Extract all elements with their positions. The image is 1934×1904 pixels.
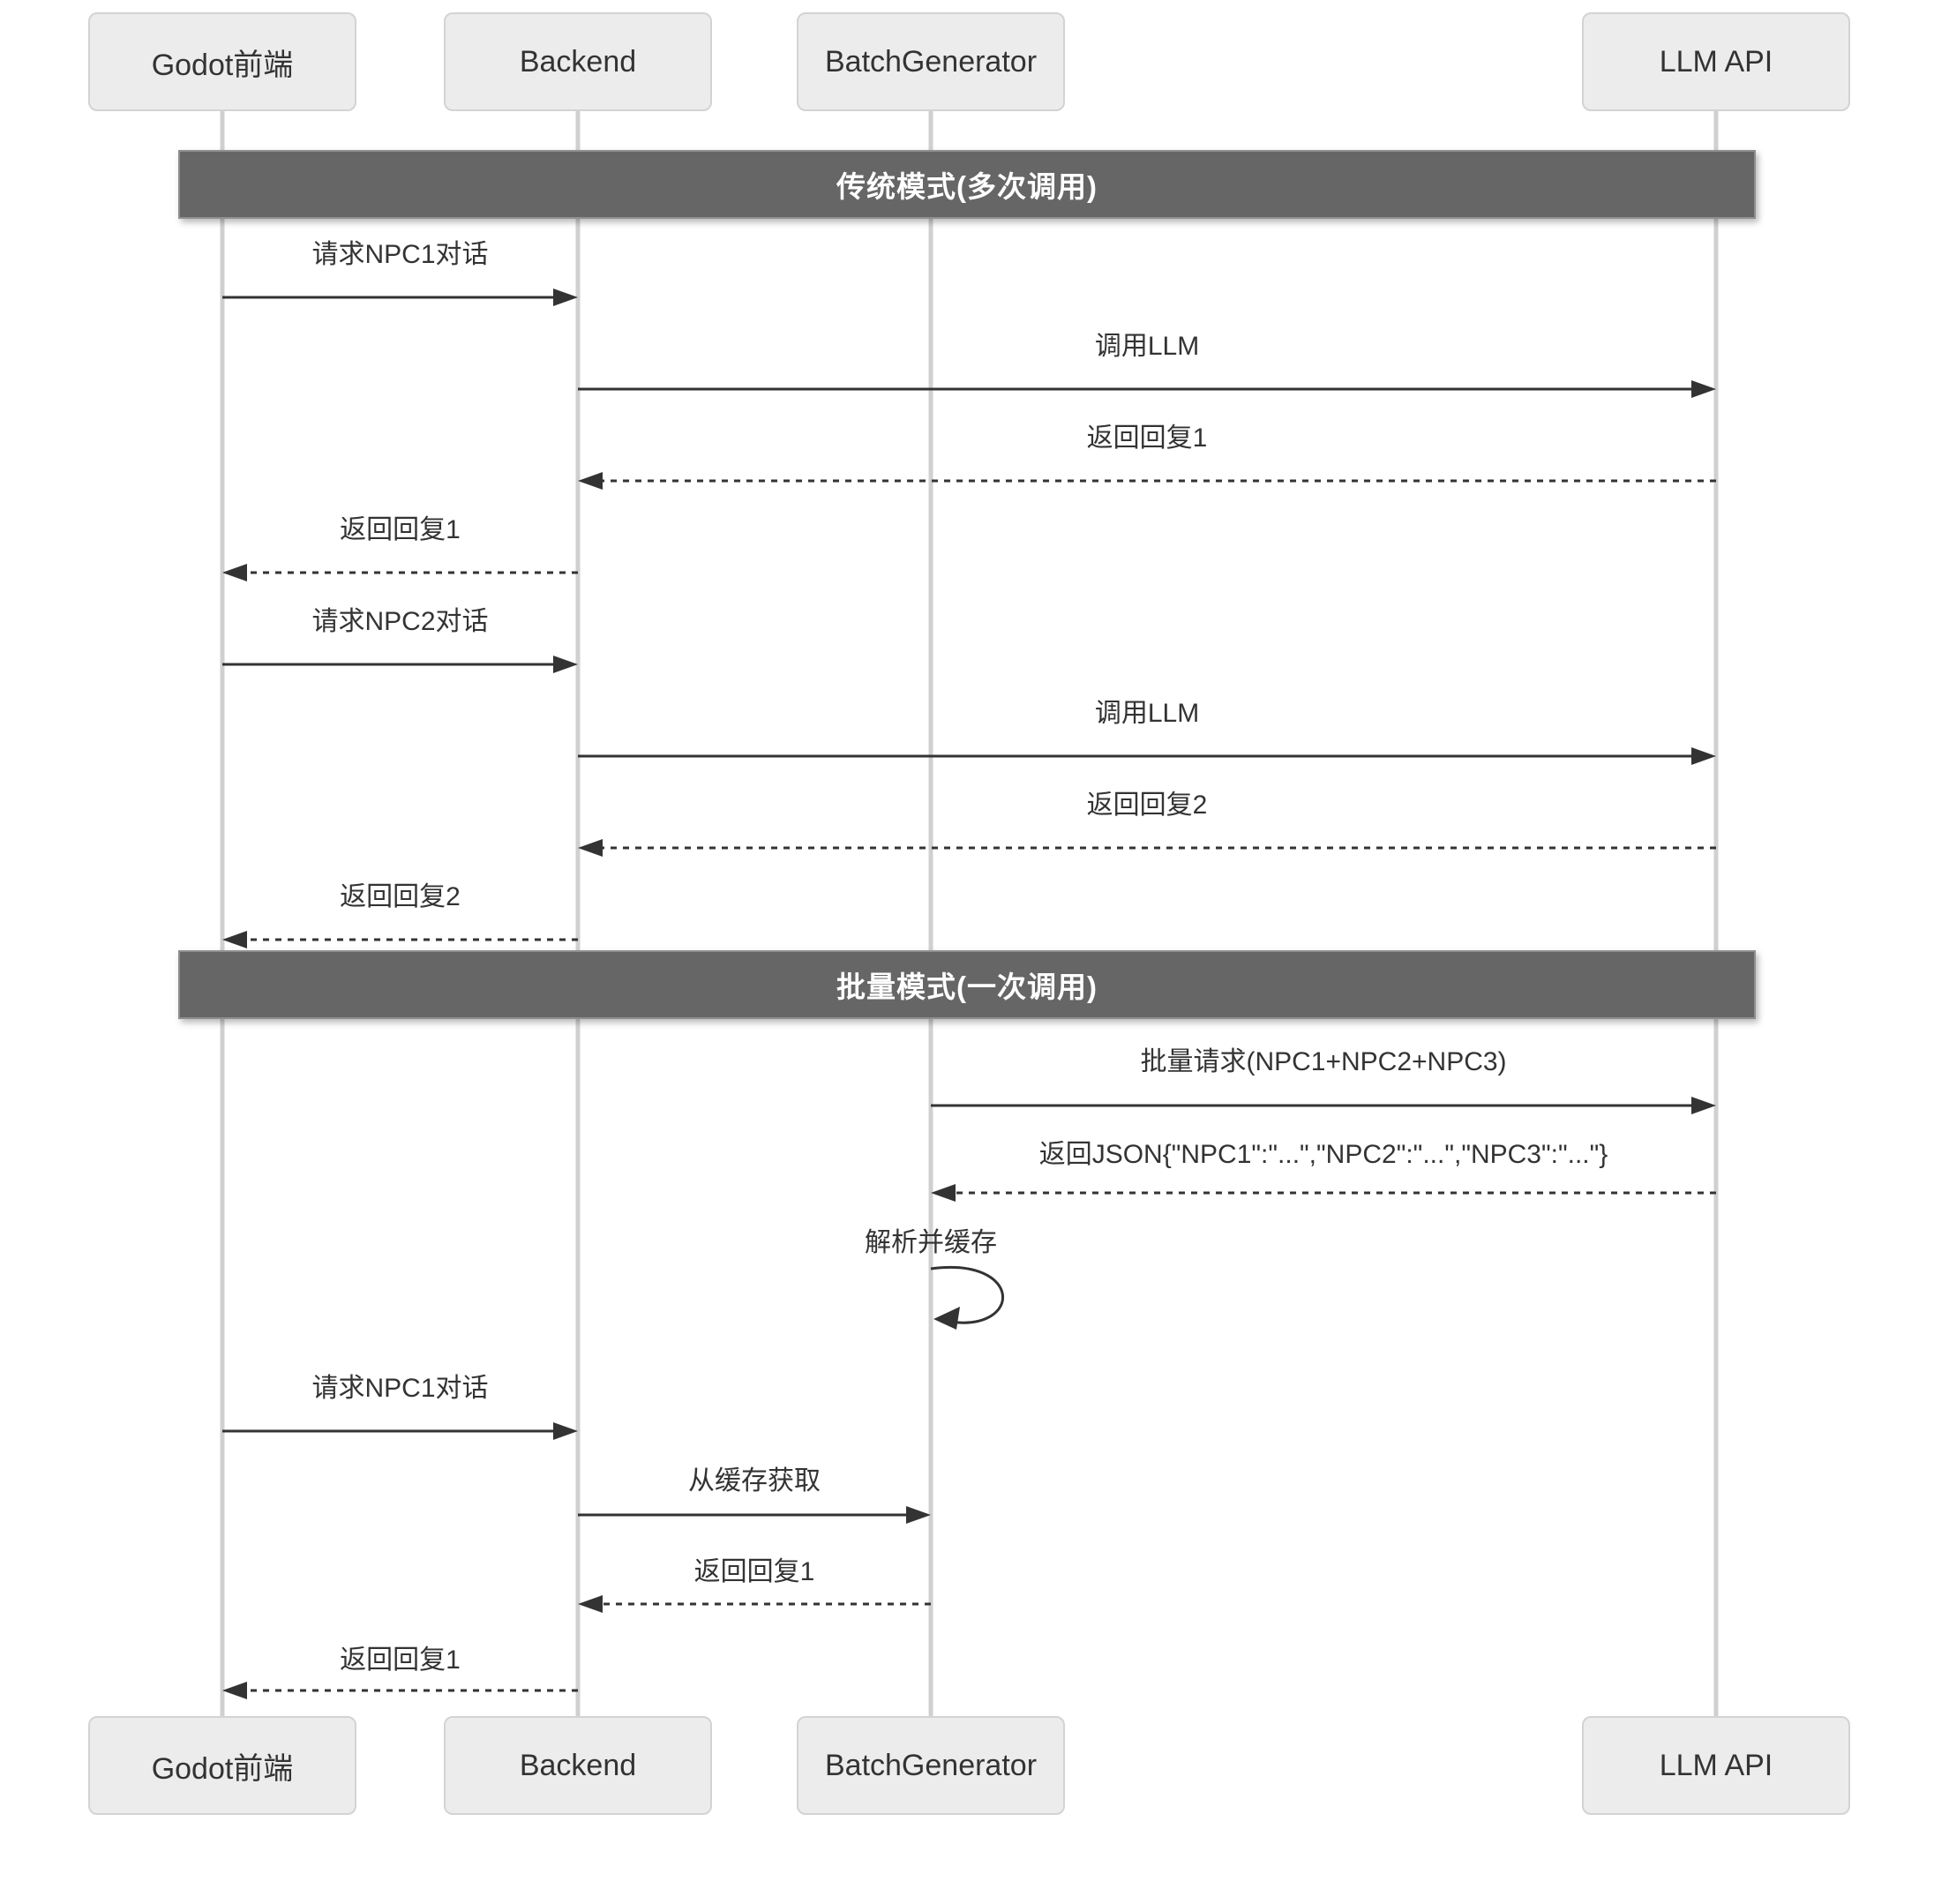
message-5-arrowhead <box>1691 747 1716 765</box>
actor-box-batch-bottom: BatchGenerator <box>797 1716 1065 1815</box>
message-13-arrowhead <box>578 1595 603 1613</box>
message-9-arrowhead <box>931 1184 956 1202</box>
actor-label: Godot前端 <box>151 48 294 82</box>
message-label-5: 调用LLM <box>1094 699 1200 728</box>
actor-label: LLM API <box>1659 1748 1773 1782</box>
message-label-10: 解析并缓存 <box>865 1228 997 1257</box>
section-header-label: 传统模式(多次调用) <box>836 170 1098 203</box>
section-header-batch: 批量模式(一次调用) <box>178 950 1756 1019</box>
actor-box-batch-top: BatchGenerator <box>797 12 1065 111</box>
self-loop-arrowhead <box>933 1307 960 1330</box>
message-label-1: 调用LLM <box>1094 332 1200 361</box>
message-7-arrowhead <box>222 931 247 948</box>
actor-label: Backend <box>519 44 637 79</box>
self-loop-line <box>930 1266 1005 1324</box>
actor-label: LLM API <box>1659 44 1773 79</box>
message-label-11: 请求NPC1对话 <box>311 1374 489 1403</box>
message-label-8: 批量请求(NPC1+NPC2+NPC3) <box>1140 1047 1507 1076</box>
actor-box-godot-bottom: Godot前端 <box>88 1716 356 1815</box>
message-11-arrowhead <box>553 1422 578 1440</box>
message-label-9: 返回JSON{"NPC1":"...","NPC2":"...","NPC3":… <box>1038 1140 1608 1169</box>
message-label-12: 从缓存获取 <box>688 1466 821 1495</box>
message-label-3: 返回回复1 <box>340 515 461 544</box>
actor-box-llm-top: LLM API <box>1582 12 1850 111</box>
actor-box-godot-top: Godot前端 <box>88 12 356 111</box>
actor-label: BatchGenerator <box>824 44 1038 79</box>
message-1-arrowhead <box>1691 380 1716 398</box>
actor-label: Backend <box>519 1748 637 1782</box>
message-label-4: 请求NPC2对话 <box>311 607 489 636</box>
section-header-label: 批量模式(一次调用) <box>836 971 1098 1003</box>
actor-label: BatchGenerator <box>824 1748 1038 1782</box>
message-label-0: 请求NPC1对话 <box>311 240 489 269</box>
message-14-arrowhead <box>222 1682 247 1699</box>
message-4-arrowhead <box>553 656 578 673</box>
message-label-14: 返回回复1 <box>340 1645 461 1675</box>
actor-label: Godot前端 <box>151 1751 294 1786</box>
message-label-7: 返回回复2 <box>340 882 461 911</box>
section-header-traditional: 传统模式(多次调用) <box>178 150 1756 219</box>
message-8-arrowhead <box>1691 1097 1716 1114</box>
message-12-arrowhead <box>906 1506 931 1524</box>
message-label-13: 返回回复1 <box>693 1557 815 1586</box>
actor-box-backend-top: Backend <box>444 12 712 111</box>
message-label-2: 返回回复1 <box>1086 424 1208 453</box>
actor-box-backend-bottom: Backend <box>444 1716 712 1815</box>
message-2-arrowhead <box>578 472 603 490</box>
message-6-arrowhead <box>578 839 603 857</box>
actor-box-llm-bottom: LLM API <box>1582 1716 1850 1815</box>
message-3-arrowhead <box>222 564 247 581</box>
message-label-6: 返回回复2 <box>1086 791 1208 820</box>
message-0-arrowhead <box>553 289 578 306</box>
